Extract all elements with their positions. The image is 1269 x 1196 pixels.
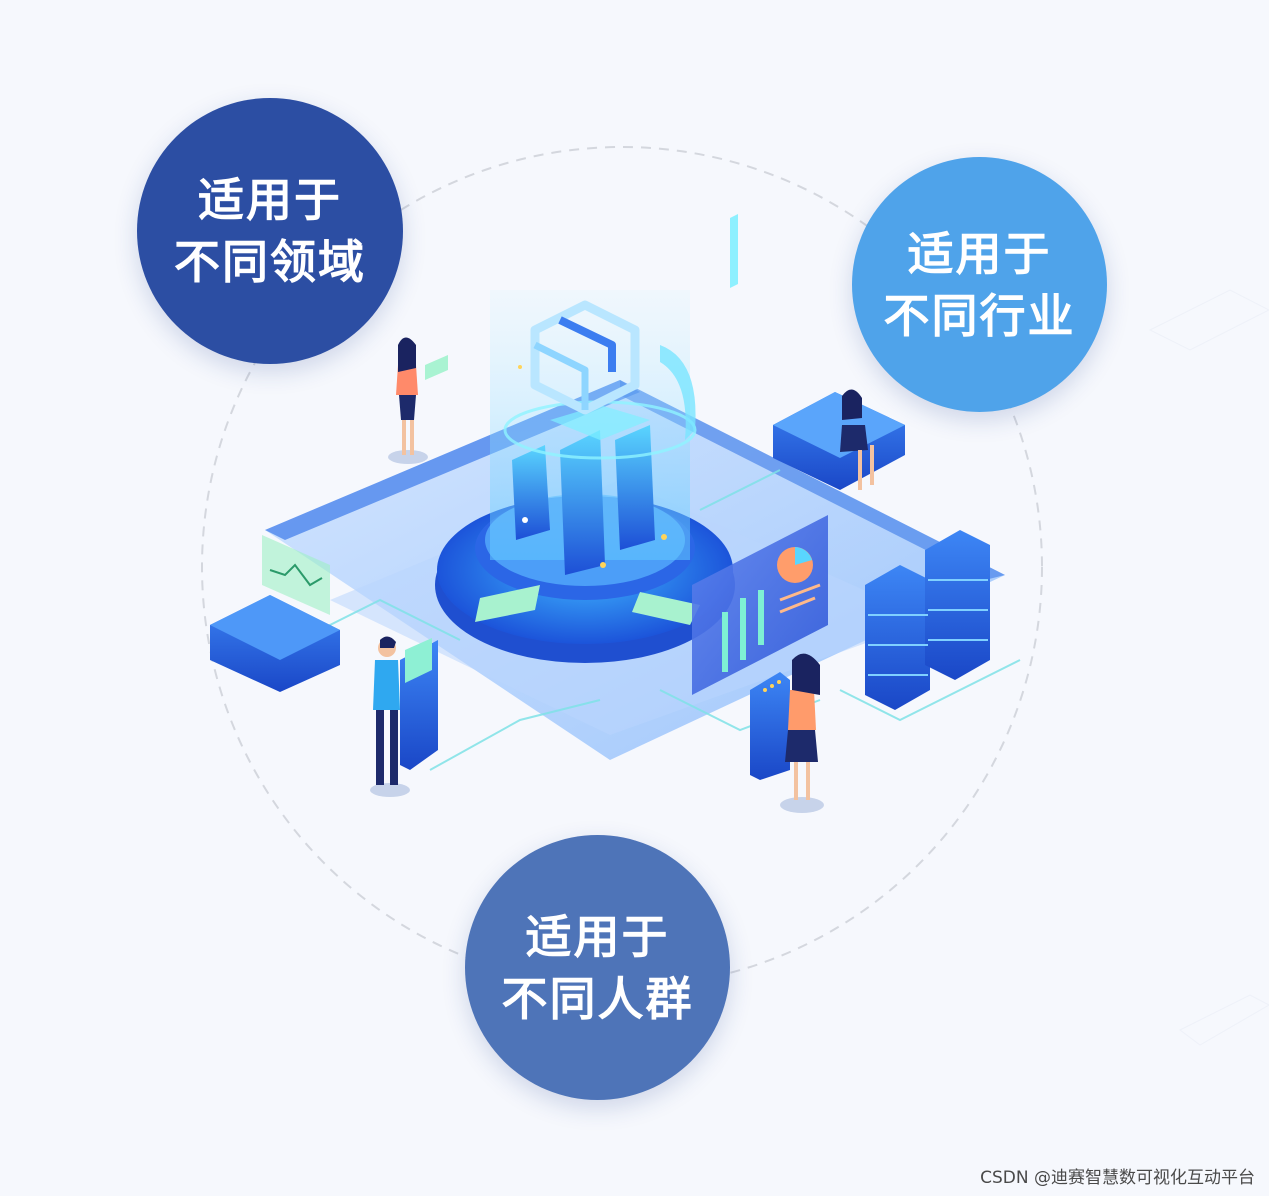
person-woman-kiosk [780,653,824,813]
background-grid-decoration [1148,289,1269,1046]
server-racks [865,530,990,710]
bubble-domains-line1: 适用于 [198,173,342,227]
bubble-different-people: 适用于 不同人群 [465,835,730,1100]
watermark-text: CSDN @迪赛智慧数可视化互动平台 [980,1168,1255,1188]
bubble-industries-line1: 适用于 [907,226,1052,281]
bubble-domains-line2: 不同领域 [174,235,366,289]
left-device [210,535,340,692]
person-man-kiosk [370,636,410,797]
dashboard-panel [692,213,828,695]
orbit-ring [201,146,1043,988]
bubble-different-industries: 适用于 不同行业 [852,157,1107,412]
bubble-industries-line2: 不同行业 [883,288,1076,343]
sparkle-dots [518,365,667,568]
person-woman-seated [840,389,874,490]
bubble-different-domains: 适用于 不同领域 [137,98,403,364]
data-tower [490,290,697,575]
bubble-people-line2: 不同人群 [501,971,694,1026]
logo-cube-icon [530,300,640,415]
kiosks [400,638,790,780]
bubble-people-line1: 适用于 [525,909,670,964]
person-woman-tablet [388,337,448,464]
hologram-arc [660,345,696,440]
